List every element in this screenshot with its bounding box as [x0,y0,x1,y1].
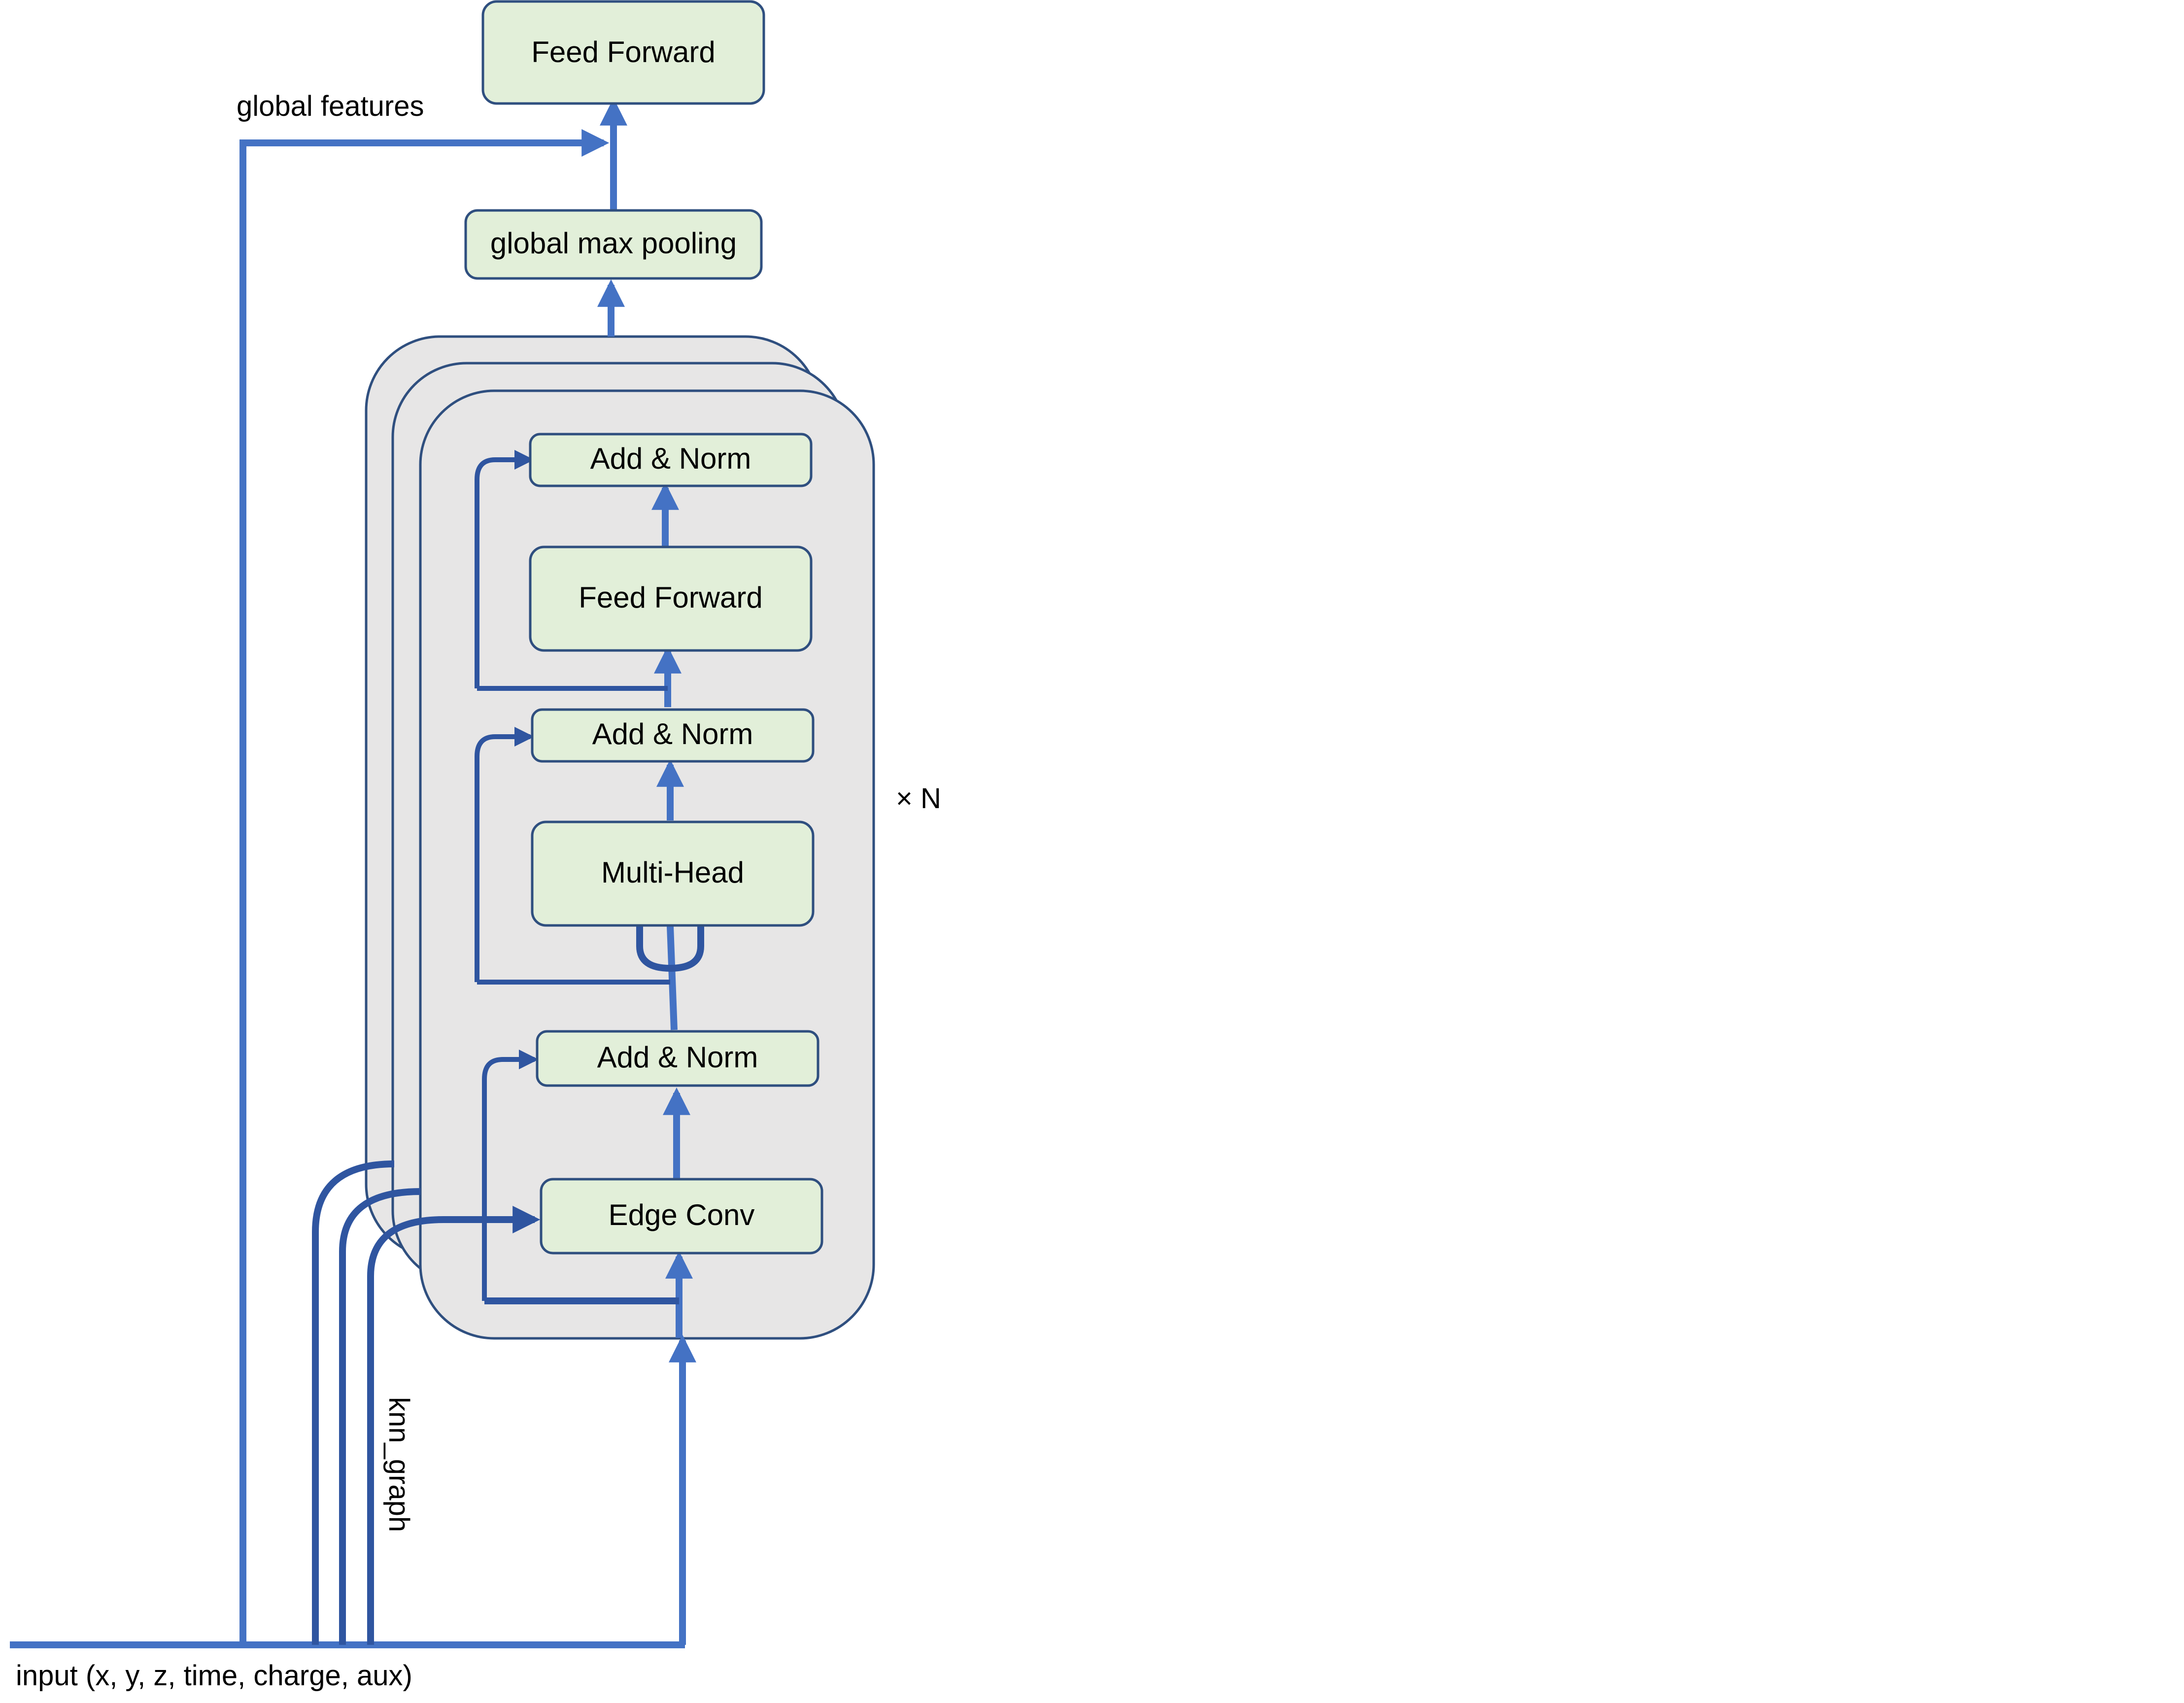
labels: Feed Forward global features global max … [16,35,941,1692]
knn-graph-line-1 [312,1160,395,1645]
residual-mid-arrow [475,727,534,982]
repeat-label: × N [896,783,941,815]
knn-graph-label: knn_graph [383,1397,415,1532]
residual-bottom-arrow [482,1050,539,1301]
connectors [10,98,704,1648]
addnorm-to-multihead-line [667,926,678,1030]
add-norm-bottom-box [536,1030,819,1087]
feed-forward-inner-label: Feed Forward [579,581,762,614]
global-features-arrow [239,129,610,1645]
add-norm-mid-label: Add & Norm [592,717,753,750]
blocks [464,0,823,1255]
feed-forward-inner-box [529,545,813,652]
edge-conv-box [540,1178,823,1255]
add-norm-mid-box [531,708,815,763]
top-feed-forward-box [481,0,765,105]
knn-graph-line-3 [367,1206,541,1645]
add-norm-top-label: Add & Norm [590,442,751,475]
add-norm-top-box [529,433,813,487]
global-max-pooling-box [464,209,763,280]
multihead-qkv-loop [636,926,704,972]
input-label: input (x, y, z, time, charge, aux) [16,1660,412,1692]
multi-head-box [531,820,815,927]
global-features-label: global features [237,90,424,122]
top-feed-forward-label: Feed Forward [531,35,715,68]
residual-top-arrow [475,450,534,688]
add-norm-bottom-label: Add & Norm [597,1041,758,1074]
global-max-pooling-label: global max pooling [490,227,737,260]
edge-conv-label: Edge Conv [609,1198,755,1231]
multi-head-label: Multi-Head [601,856,744,889]
knn-graph-line-2 [339,1188,421,1645]
